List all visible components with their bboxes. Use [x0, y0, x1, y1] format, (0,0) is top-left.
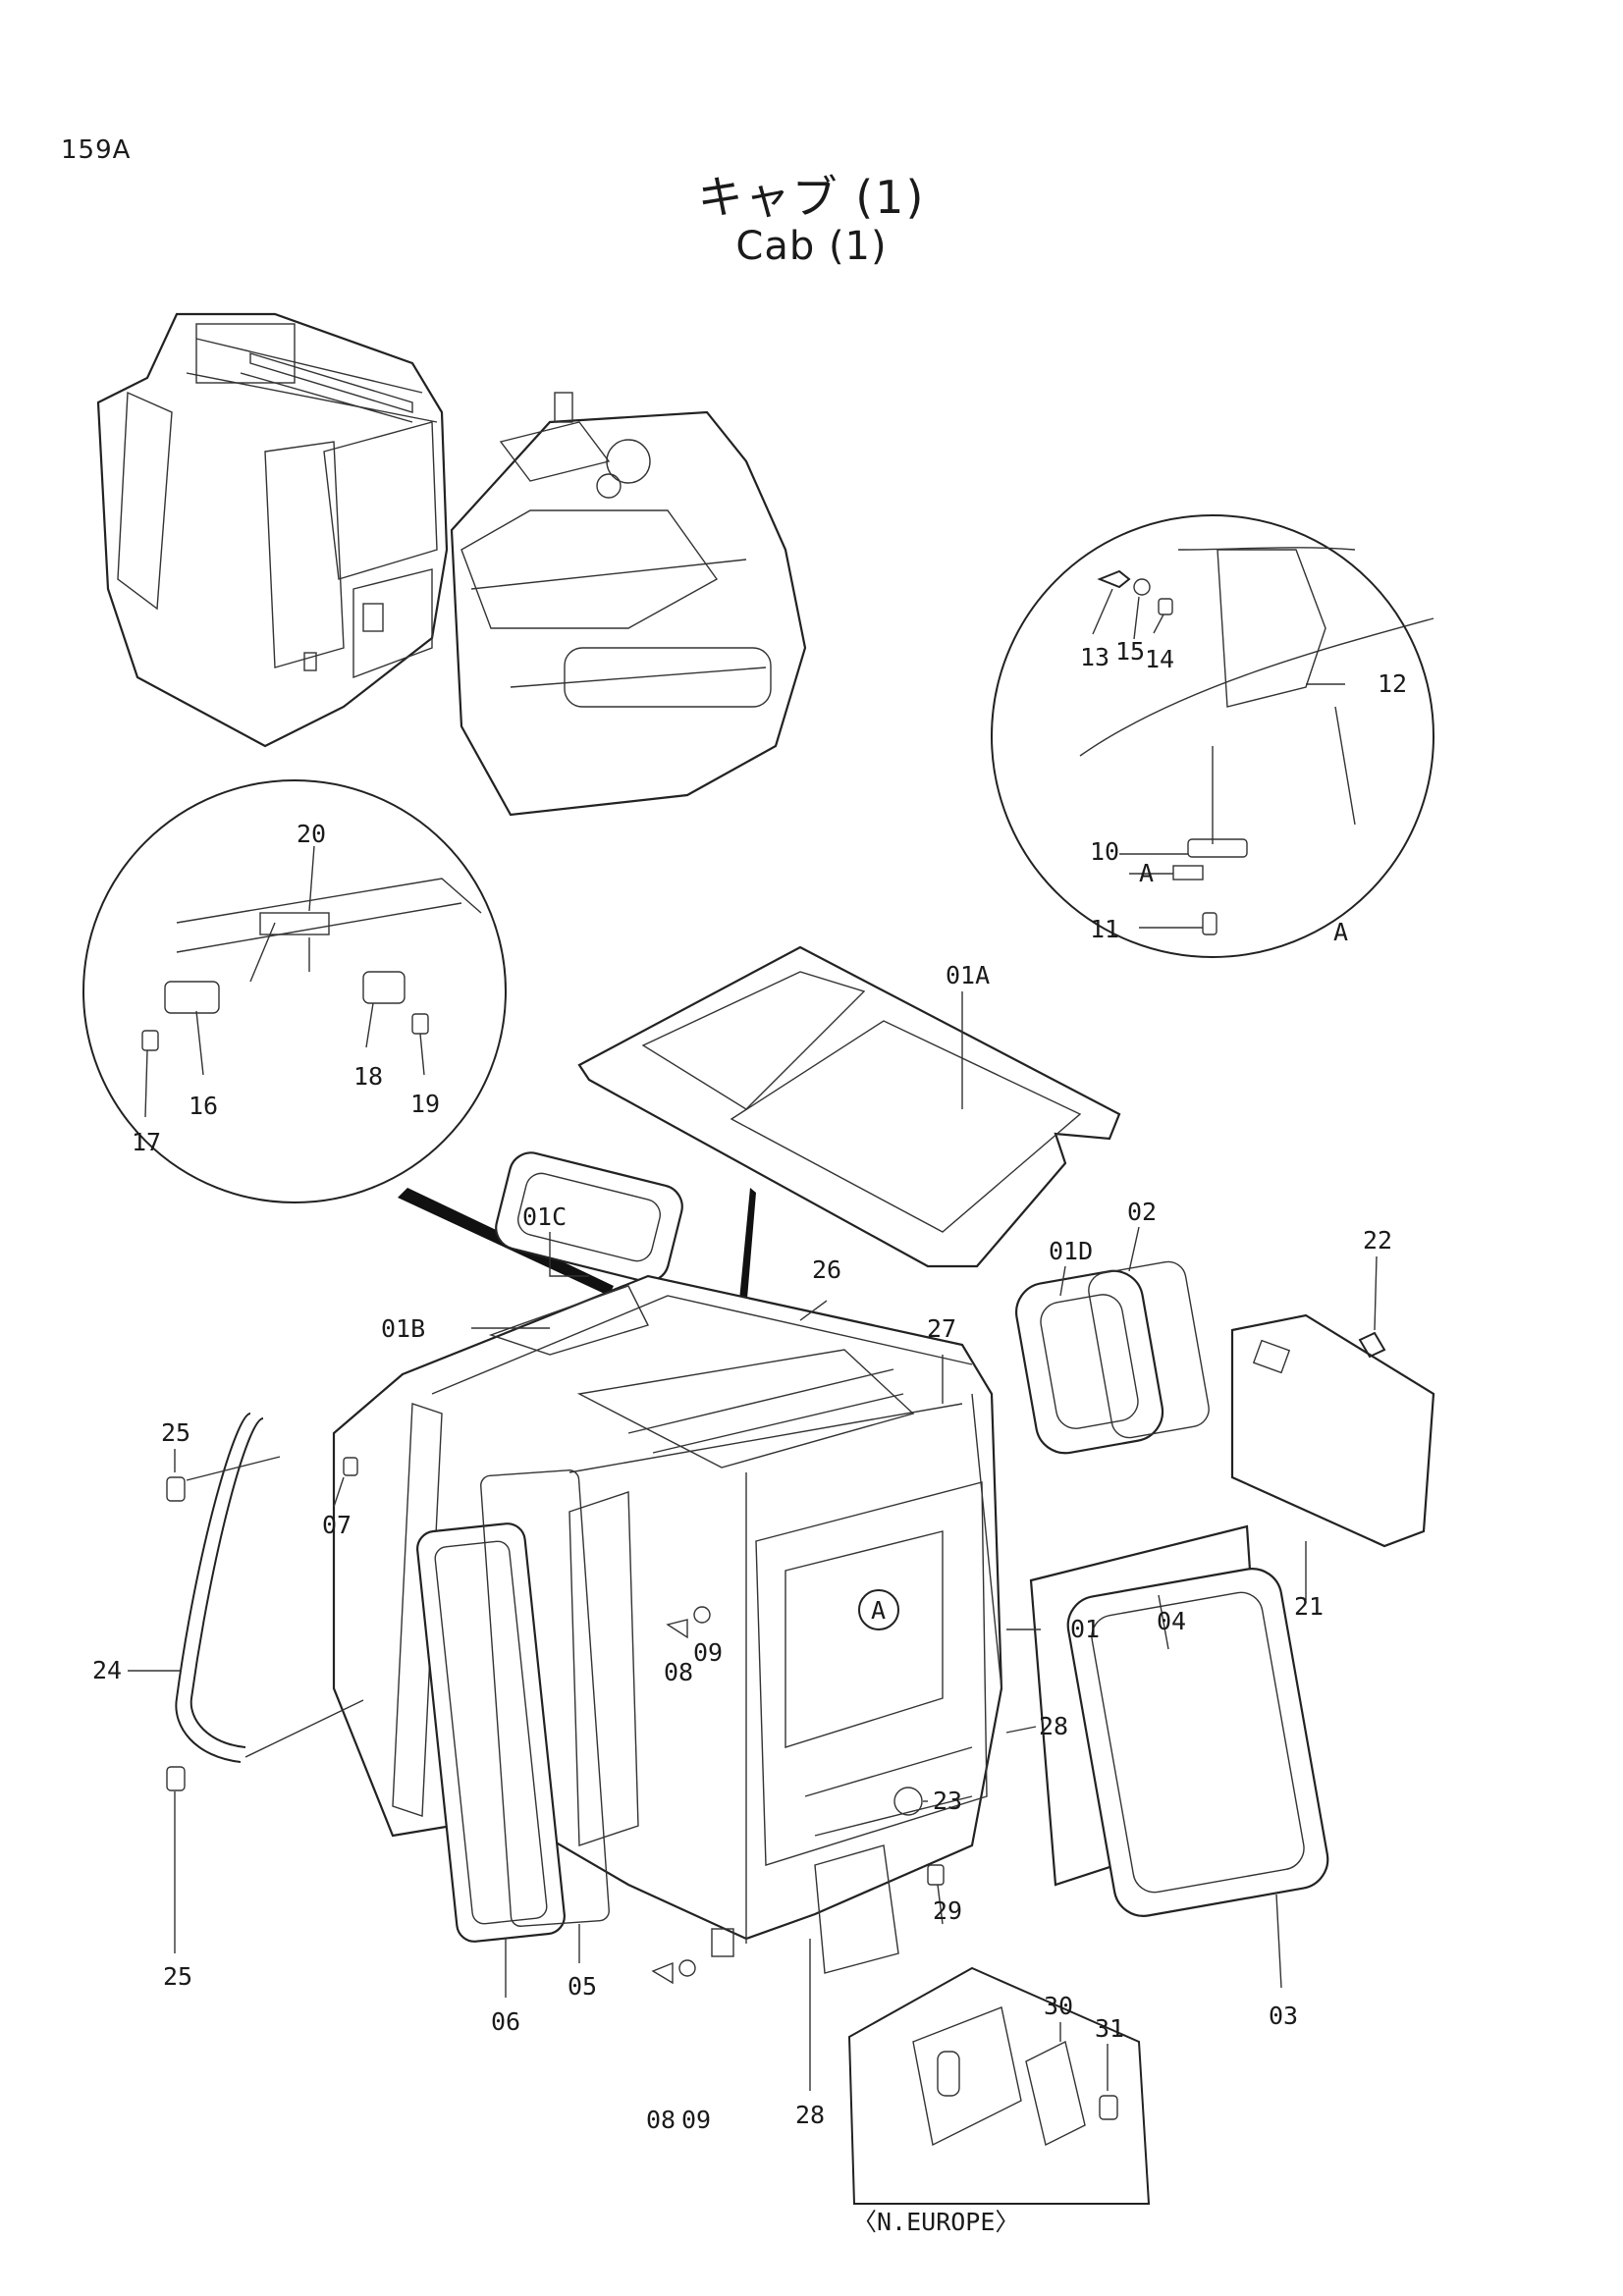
- callout-14: 14: [1145, 645, 1174, 673]
- detail-a-leader: [738, 1188, 756, 1310]
- callout-02: 02: [1127, 1198, 1157, 1226]
- callout-01A: 01A: [946, 961, 990, 989]
- title-english: Cab (1): [735, 224, 888, 269]
- callout-01D: 01D: [1049, 1237, 1093, 1265]
- rear-window-seal-drawing: [1015, 1269, 1164, 1455]
- callout-28-upper: 28: [1039, 1712, 1068, 1740]
- side-window-seal-drawing: [416, 1522, 566, 1943]
- n-europe-inset-drawing: [847, 1966, 1151, 2205]
- detail-b-circle: [82, 779, 507, 1203]
- callout-A-inner: A: [1139, 859, 1154, 887]
- callout-08-lower: 08: [646, 2106, 676, 2134]
- callout-A-detail: A: [1333, 918, 1348, 946]
- detail-a-marker-label: A: [871, 1596, 886, 1625]
- callout-27: 27: [927, 1314, 956, 1343]
- callout-23: 23: [933, 1787, 962, 1815]
- callout-28-lower: 28: [795, 2101, 825, 2129]
- front-window-seal-drawing: [1066, 1568, 1329, 1917]
- market-note: 〈N.EUROPE〉: [852, 2208, 1019, 2236]
- callout-01: 01: [1070, 1615, 1100, 1643]
- callout-24: 24: [92, 1656, 122, 1684]
- callout-01B: 01B: [381, 1314, 425, 1343]
- callout-30: 30: [1044, 1992, 1073, 2020]
- rear-glass-drawing: [1088, 1260, 1210, 1439]
- title-japanese: キャブ (1): [697, 171, 926, 224]
- callout-01C: 01C: [522, 1202, 567, 1231]
- callout-10: 10: [1090, 837, 1119, 866]
- callout-19: 19: [410, 1090, 440, 1118]
- callout-09-upper: 09: [693, 1638, 723, 1667]
- detail-a-marker: [858, 1589, 899, 1630]
- callout-22: 22: [1363, 1226, 1392, 1255]
- handrail-drawing: [175, 1413, 251, 1763]
- callout-04: 04: [1157, 1607, 1186, 1635]
- callout-17: 17: [132, 1128, 161, 1156]
- callout-11: 11: [1090, 915, 1119, 943]
- side-glass-drawing: [480, 1469, 610, 1927]
- roof-frame-drawing: [495, 1151, 683, 1283]
- callout-08-upper: 08: [664, 1658, 693, 1686]
- callout-20: 20: [297, 820, 326, 848]
- callout-15: 15: [1115, 637, 1145, 666]
- callout-25-upper: 25: [161, 1418, 190, 1447]
- leader-lines: [128, 588, 1378, 2091]
- callout-29: 29: [933, 1896, 962, 1925]
- callout-26: 26: [812, 1255, 841, 1284]
- rear-cover-drawing: [1230, 1313, 1435, 1548]
- callout-18: 18: [353, 1062, 383, 1091]
- roof-panel-drawing: [577, 945, 1121, 1268]
- callout-25-lower: 25: [163, 1962, 192, 1991]
- callout-06: 06: [491, 2007, 520, 2036]
- callout-05: 05: [568, 1972, 597, 2001]
- callout-12: 12: [1378, 669, 1407, 698]
- callout-31: 31: [1095, 2014, 1124, 2043]
- callout-16: 16: [189, 1092, 218, 1120]
- callout-21: 21: [1294, 1592, 1324, 1621]
- callout-07: 07: [322, 1511, 352, 1539]
- callout-03: 03: [1269, 2002, 1298, 2030]
- callout-09-lower: 09: [681, 2106, 711, 2134]
- callout-13: 13: [1080, 643, 1109, 671]
- page-number: 159A: [61, 135, 132, 165]
- machine-overview-drawing: [96, 312, 807, 817]
- detail-a-circle: [991, 514, 1434, 958]
